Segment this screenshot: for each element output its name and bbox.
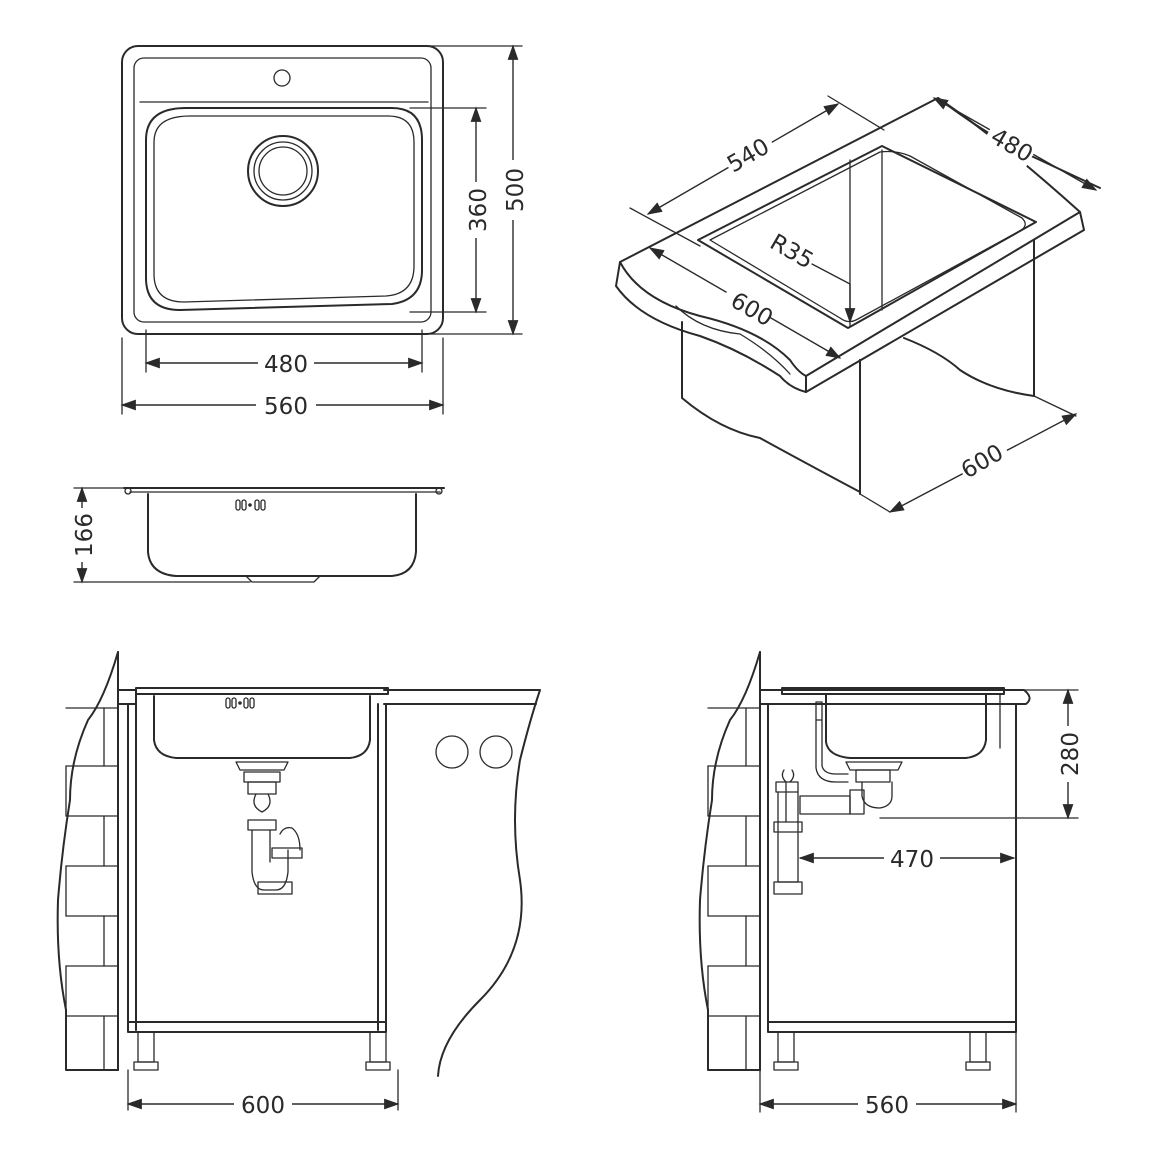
front-install-view: 600 [56,651,541,1119]
dim-inner-depth: 360 [466,188,492,232]
dim-inner-width: 480 [264,352,308,378]
persp-radius: R35 [765,229,817,274]
side-bowl [147,493,417,577]
front-left-foot [133,1031,159,1071]
side-overflow-pipe [815,701,849,783]
side-install-view: 280 470 560 [698,651,1084,1119]
side-right-foot [965,1031,991,1071]
dim-side-cabinet-depth: 560 [865,1093,909,1119]
socket-left [435,735,469,769]
front-right-foot [365,1031,391,1071]
side-left-foot [773,1031,799,1071]
bowl-outline [145,107,423,311]
side-install-sink [781,687,1005,695]
top-view [121,45,444,335]
brick-wall [56,651,119,1071]
tap-hole [273,69,291,87]
dim-drain-offset: 470 [890,847,934,873]
dim-bowl-height: 280 [1058,732,1084,776]
front-overflow-slots [225,697,255,709]
drain-outer [247,135,319,207]
dim-height: 166 [72,513,98,557]
front-siphon [235,761,303,895]
cabinet-side [681,321,861,493]
top-view-dimensions: 480 560 360 500 [120,44,529,420]
dim-outer-width: 560 [264,394,308,420]
dim-front-cabinet-width: 600 [241,1093,285,1119]
side-brick-wall [698,651,761,1071]
socket-right [479,735,513,769]
dim-outer-depth: 500 [503,168,529,212]
perspective-view: 540 480 R35 600 600 [615,95,1101,513]
side-siphon [773,761,903,895]
side-view: 166 [70,486,445,584]
front-sink [135,687,389,695]
overflow-slots [235,499,266,511]
